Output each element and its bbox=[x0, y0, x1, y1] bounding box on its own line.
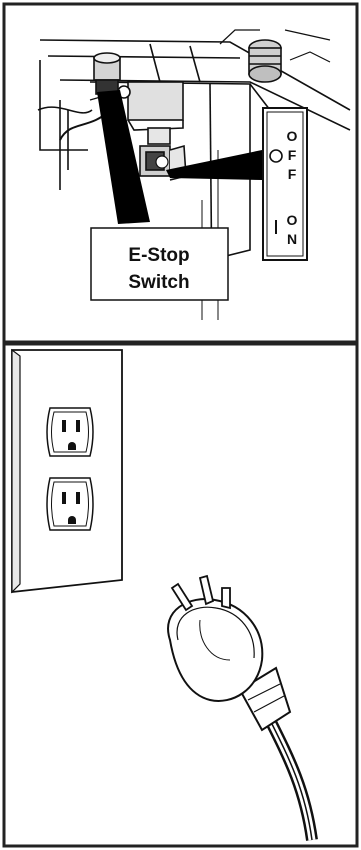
switch-on-letter-1: O bbox=[287, 212, 298, 228]
estop-label-line1: E-Stop bbox=[128, 245, 189, 266]
switch-off-letter-1: O bbox=[287, 128, 298, 144]
switch-off-letter-2: F bbox=[288, 147, 297, 163]
switch-on-letter-2: N bbox=[287, 231, 297, 247]
switch-off-letter-3: F bbox=[288, 166, 297, 182]
estop-label-line2: Switch bbox=[128, 272, 189, 293]
duplex-outlet-icon bbox=[12, 350, 122, 592]
rocker-switch-face: O F F O N bbox=[263, 108, 307, 260]
